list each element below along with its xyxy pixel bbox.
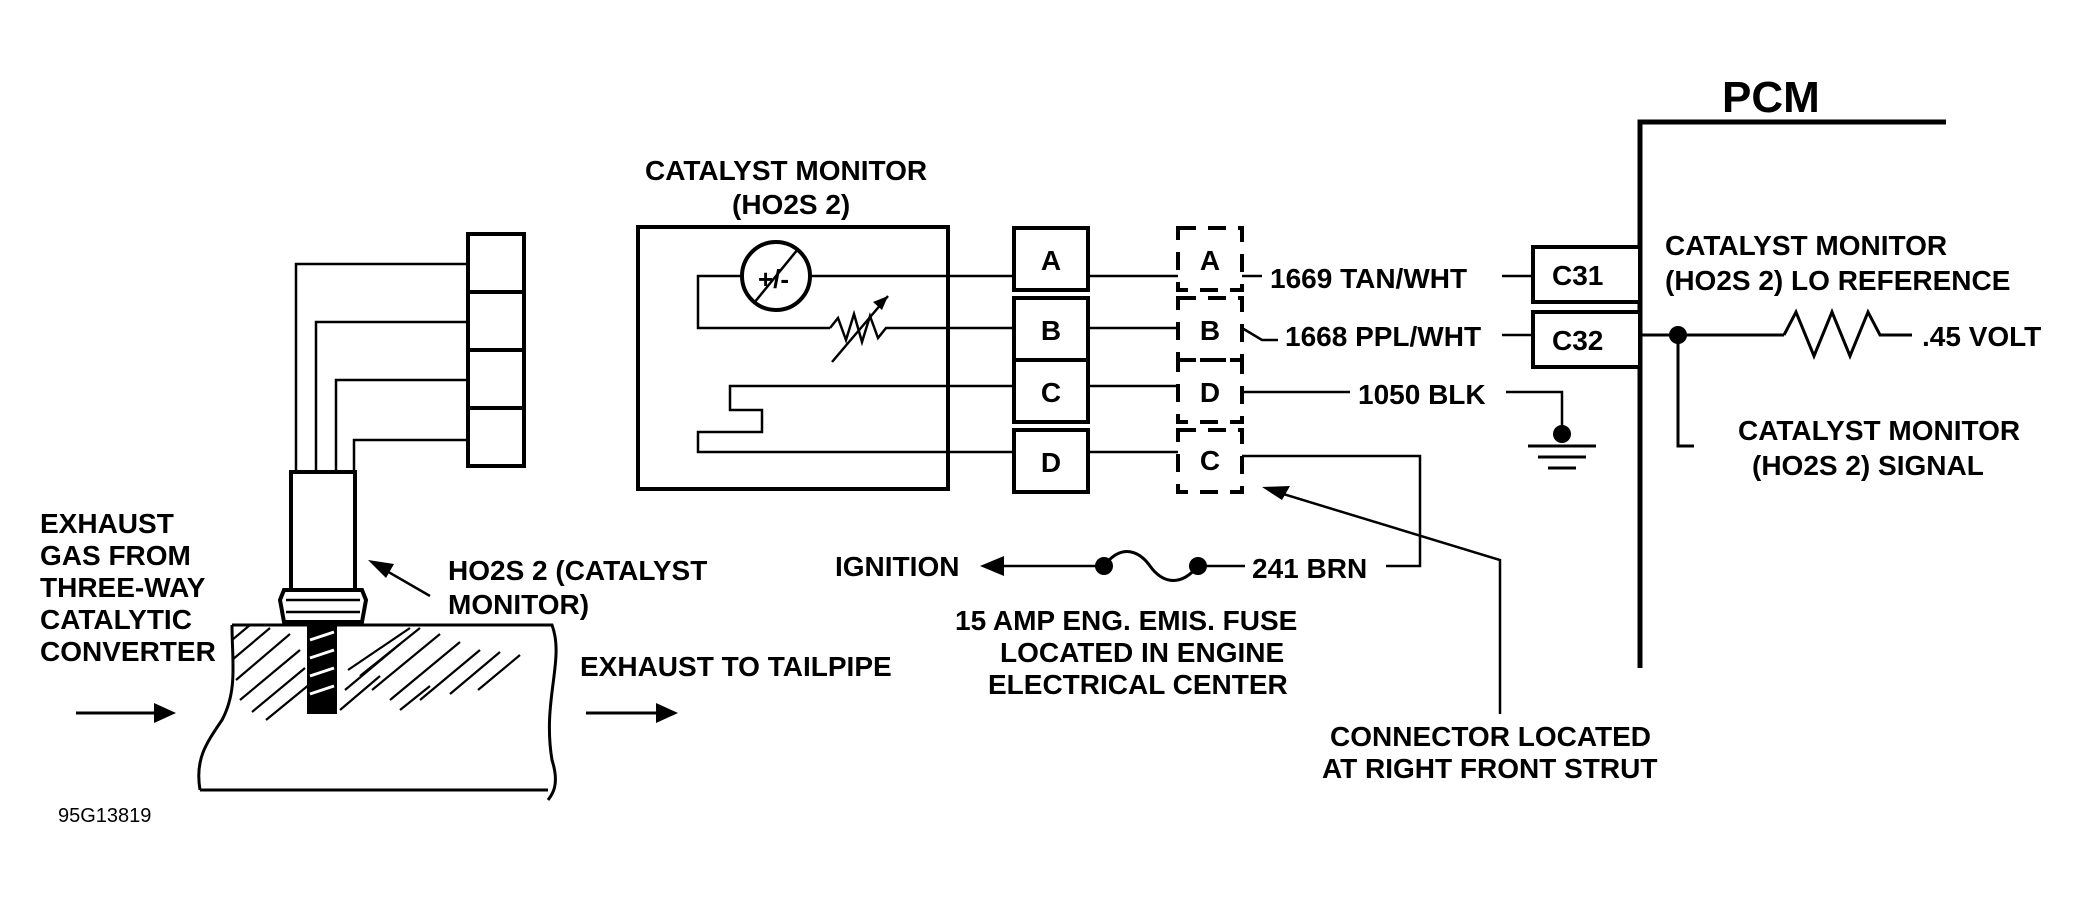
voltage-source-sign: +/-: [758, 264, 789, 294]
lo-reference-label-line2: (HO2S 2) LO REFERENCE: [1665, 265, 2010, 296]
sensor-callout-line2: MONITOR): [448, 589, 589, 620]
figure-id: 95G13819: [58, 805, 151, 827]
wire-1668-label: 1668 PPL/WHT: [1285, 321, 1481, 352]
sensor-harness-connector: [466, 232, 526, 468]
pipe-wall-hatch: [231, 624, 521, 721]
wire-241-label: 241 BRN: [1252, 553, 1367, 584]
exhaust-in-line4: CATALYTIC: [40, 604, 192, 635]
exhaust-in-line3: THREE-WAY: [40, 572, 206, 603]
pcm-block: PCM: [1637, 73, 1946, 668]
exhaust-in-line5: CONVERTER: [40, 636, 216, 667]
sensor-pin-d-label: D: [1041, 447, 1061, 478]
bias-voltage-label: .45 VOLT: [1922, 321, 2041, 352]
ho2s-sensor-body: [277, 470, 369, 624]
fuse-symbol: [1102, 550, 1200, 582]
bias-resistor-symbol: [1782, 308, 1912, 360]
pcm-title: PCM: [1722, 73, 1820, 122]
pcm-terminal-c31: [1531, 245, 1642, 304]
sensor-pin-c-label: C: [1041, 377, 1061, 408]
sensor-leads: [294, 262, 468, 472]
exhaust-out-label: EXHAUST TO TAILPIPE: [580, 651, 892, 682]
sensor-title-line1: CATALYST MONITOR: [645, 155, 927, 186]
connector-note-line1: CONNECTOR LOCATED: [1330, 721, 1651, 752]
sensor-pointer-arrow-icon: [368, 560, 394, 578]
signal-label-line2: (HO2S 2) SIGNAL: [1752, 450, 1984, 481]
strut-pin-d-label: D: [1200, 377, 1220, 408]
pcm-outline: [1637, 119, 1946, 668]
exhaust-pipe: [197, 623, 558, 801]
signal-label-line1: CATALYST MONITOR: [1738, 415, 2020, 446]
sensor-connector-pin-d: [1012, 428, 1090, 494]
exhaust-in-arrow-icon: [154, 703, 176, 723]
exhaust-in-line1: EXHAUST: [40, 508, 174, 539]
strut-connector: A B D C: [1176, 226, 1244, 494]
strut-pin-a-label: A: [1200, 245, 1220, 276]
connector-note-arrow-icon: [1262, 486, 1290, 500]
pcm-terminal-c32: [1531, 310, 1642, 369]
pcm-internal-circuit: [1640, 308, 1912, 448]
ground-symbol: [1528, 425, 1596, 470]
heater-element-symbol: [696, 384, 1014, 454]
wire-1669-label: 1669 TAN/WHT: [1270, 263, 1467, 294]
exhaust-out-arrow-icon: [656, 703, 678, 723]
strut-pin-c-label: C: [1200, 445, 1220, 476]
sensor-connector-pin-a: [1012, 226, 1090, 292]
sensor-pin-b-label: B: [1041, 315, 1061, 346]
sensor-connector-pin-c: [1012, 358, 1090, 424]
wire-1050-label: 1050 BLK: [1358, 379, 1486, 410]
ignition-label: IGNITION: [835, 551, 959, 582]
ignition-arrow-icon: [980, 556, 1004, 576]
sensor-connector: A B C D: [1012, 226, 1090, 494]
connector-note-line2: AT RIGHT FRONT STRUT: [1322, 753, 1657, 784]
strut-pin-b-label: B: [1200, 315, 1220, 346]
fuse-label-line2: LOCATED IN ENGINE: [1000, 637, 1284, 668]
sensor-title-line2: (HO2S 2): [732, 189, 850, 220]
fuse-label-line1: 15 AMP ENG. EMIS. FUSE: [955, 605, 1297, 636]
pcm-terminal-c31-label: C31: [1552, 260, 1603, 291]
exhaust-in-line2: GAS FROM: [40, 540, 191, 571]
pcm-terminal-c32-label: C32: [1552, 325, 1603, 356]
sensor-callout-line1: HO2S 2 (CATALYST: [448, 555, 707, 586]
fuse-label-line3: ELECTRICAL CENTER: [988, 669, 1288, 700]
lo-reference-label-line1: CATALYST MONITOR: [1665, 230, 1947, 261]
sensor-pin-a-label: A: [1041, 245, 1061, 276]
variable-resistor-symbol: [829, 309, 1014, 347]
